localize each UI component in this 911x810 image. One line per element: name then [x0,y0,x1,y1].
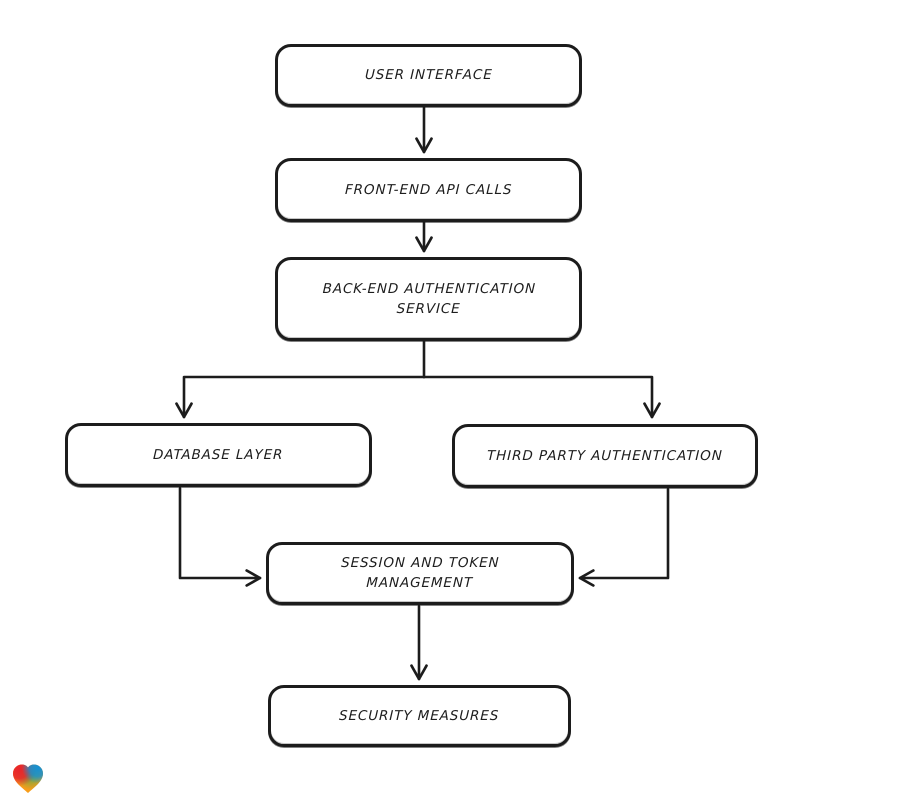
node-security-measures-label: SECURITY MEASURES [339,707,500,724]
node-database-layer: DATABASE LAYER [65,423,372,487]
gradient-heart-logo-badge[interactable] [10,761,46,797]
node-user-interface-label: USER INTERFACE [364,67,493,84]
edge-third-party-authentication-to-session-and-token-management [578,487,670,587]
edge-back-end-authentication-service-to-database-layer [175,375,426,419]
node-third-party-authentication: THIRD PARTY AUTHENTICATION [452,424,758,488]
edge-back-end-authentication-service-to-third-party-authentication [422,375,661,419]
node-database-layer-label: DATABASE LAYER [153,446,284,463]
gradient-heart-icon [13,764,43,793]
node-session-and-token-management-label: SESSION AND TOKEN MANAGEMENT [340,555,500,592]
node-user-interface: USER INTERFACE [275,44,582,107]
node-security-measures: SECURITY MEASURES [268,685,571,747]
node-back-end-authentication-service: BACK-END AUTHENTICATION SERVICE [275,257,582,341]
node-back-end-authentication-service-label: BACK-END AUTHENTICATION SERVICE [321,280,536,317]
node-third-party-authentication-label: THIRD PARTY AUTHENTICATION [486,447,724,464]
node-front-end-api-calls-label: FRONT-END API CALLS [344,181,513,198]
node-front-end-api-calls: FRONT-END API CALLS [275,158,582,222]
node-session-and-token-management: SESSION AND TOKEN MANAGEMENT [266,542,574,605]
edge-database-layer-to-session-and-token-management [178,486,262,587]
